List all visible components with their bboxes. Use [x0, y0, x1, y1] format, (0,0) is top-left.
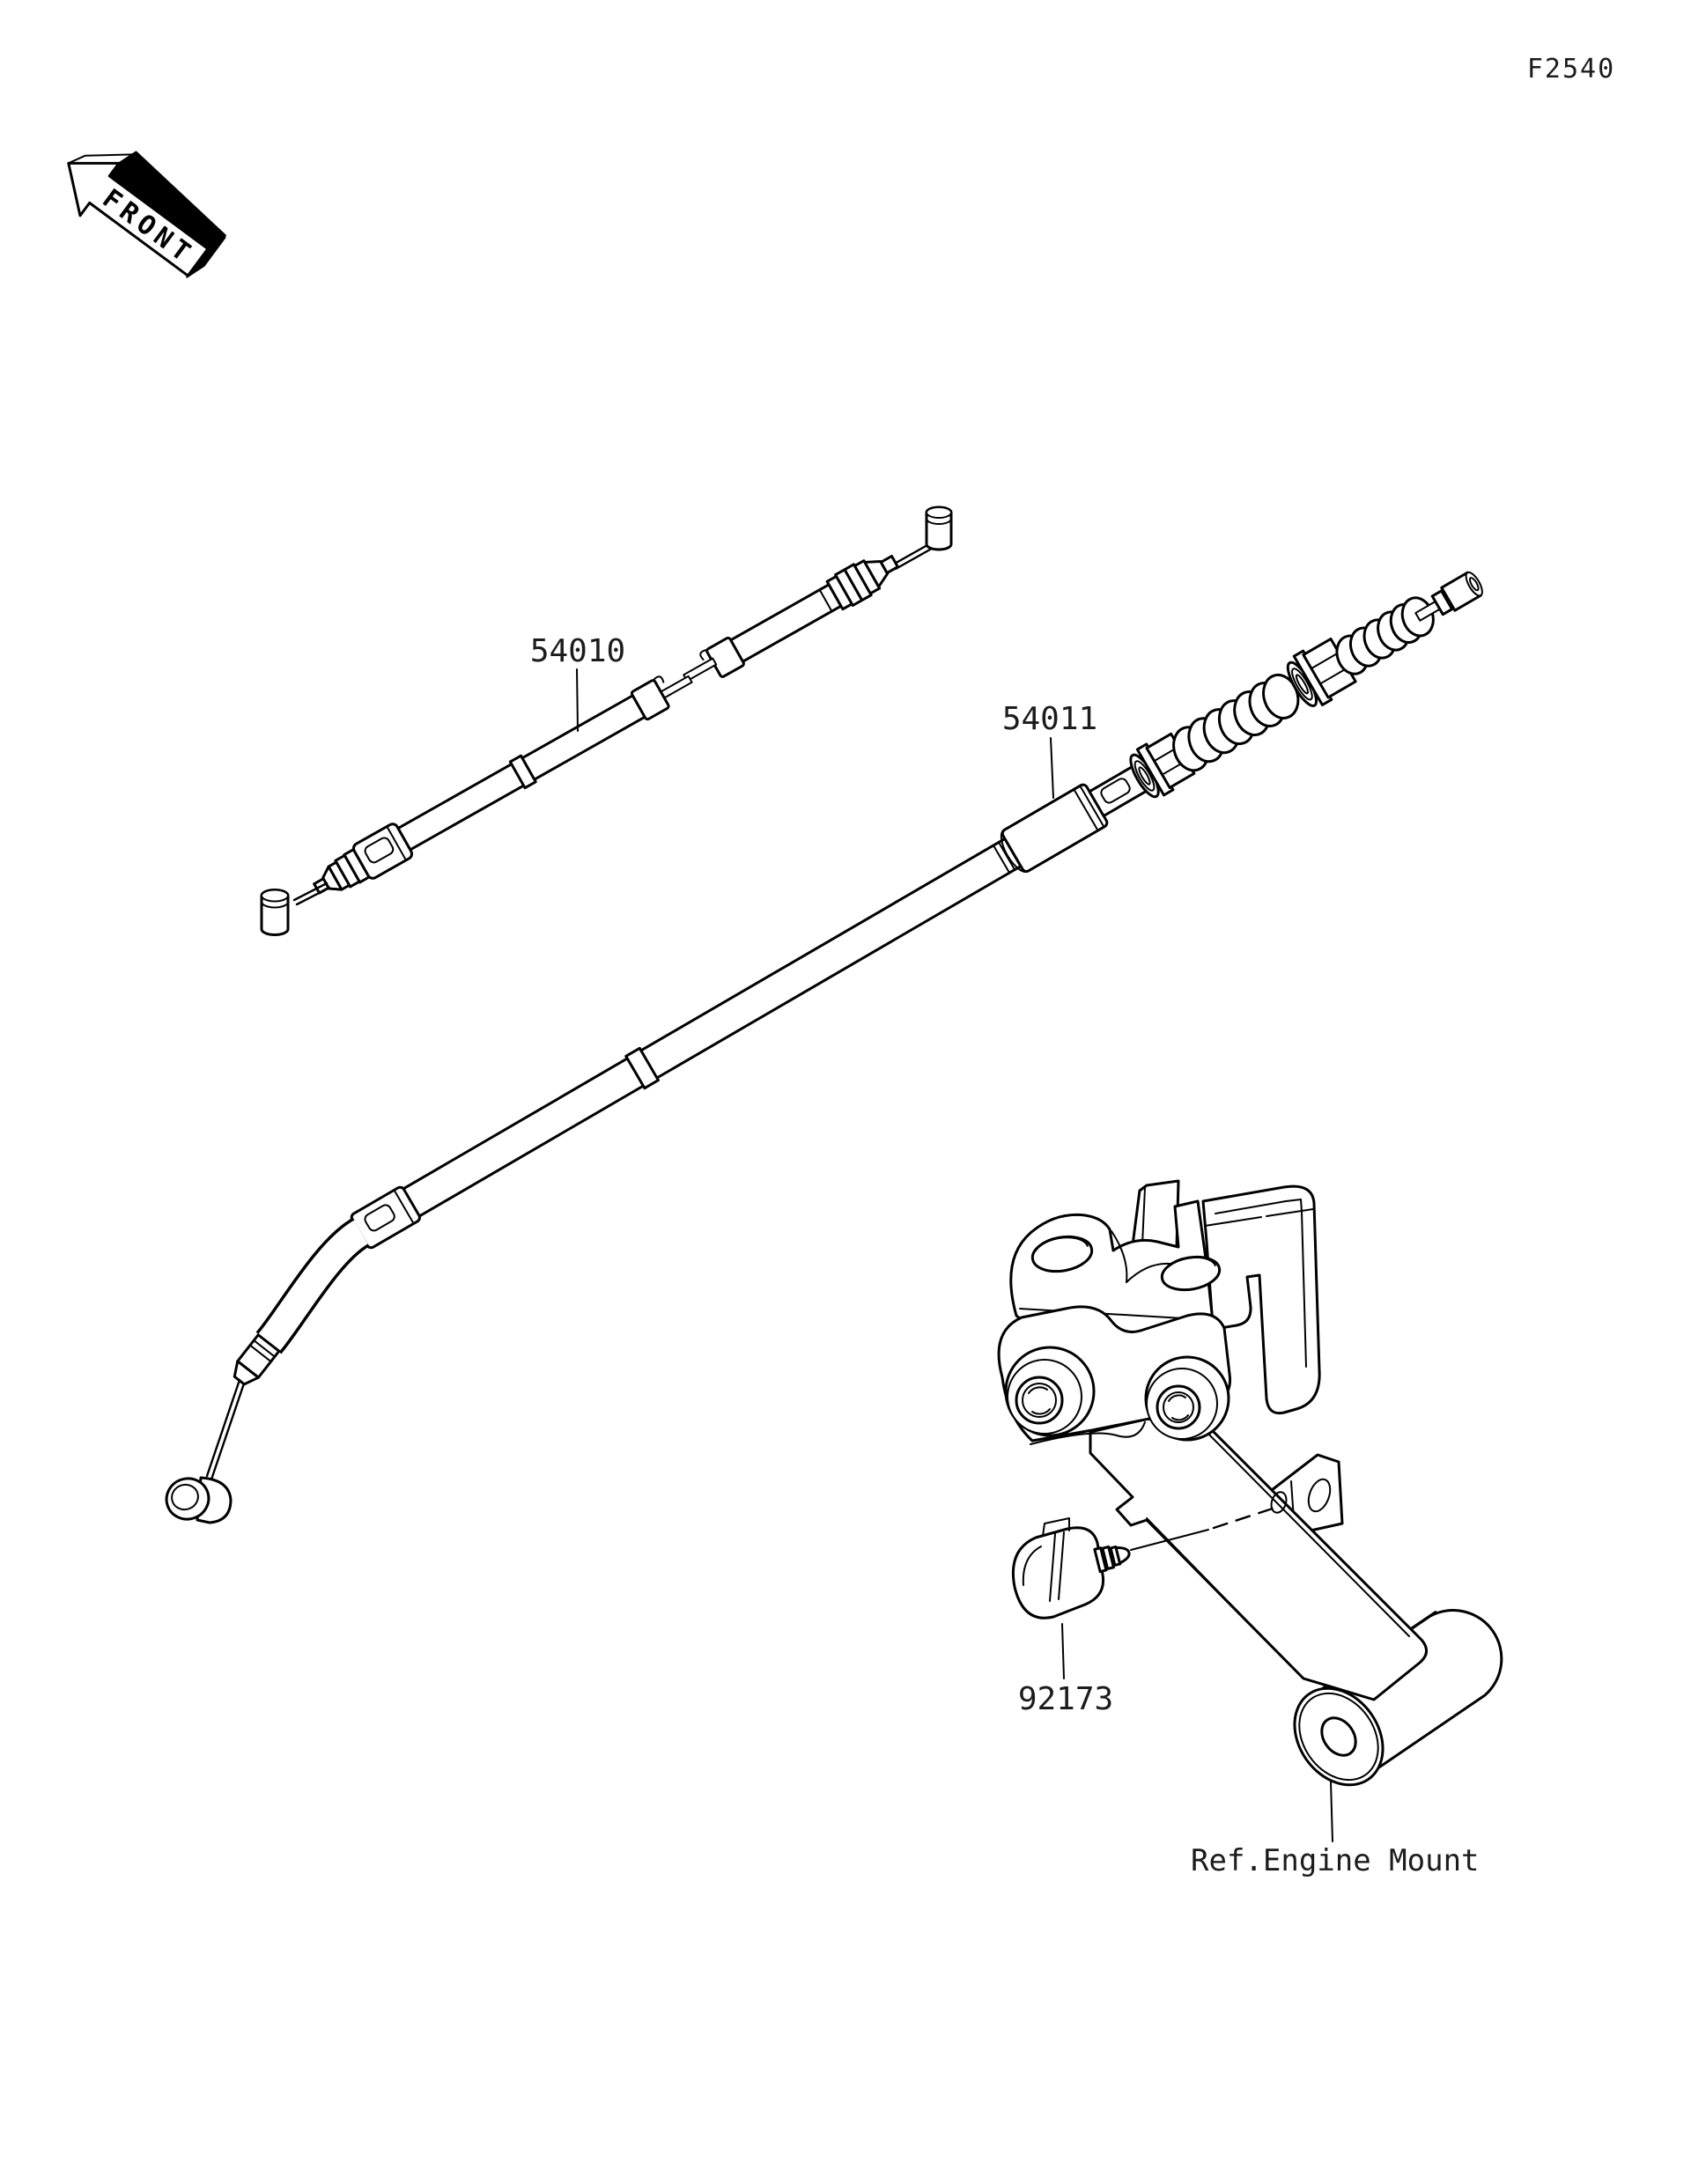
clamp-92173-drawing	[1011, 1517, 1131, 1620]
threaded-boss	[1144, 1355, 1230, 1442]
reference-label: Ref.Engine Mount	[1191, 1843, 1480, 1878]
leader-line-54010	[576, 668, 579, 732]
engine-mount-bracket-drawing	[997, 1179, 1503, 1787]
cable-end-barrel-icon	[925, 505, 953, 551]
bolt-hole	[1030, 1235, 1094, 1273]
part-label-54011[interactable]: 54011	[1002, 701, 1097, 737]
callout-92173[interactable]: 92173	[1018, 1623, 1113, 1717]
threaded-boss	[1004, 1346, 1096, 1437]
leader-line-engine-mount	[1330, 1781, 1333, 1842]
leader-line-92173	[1061, 1623, 1065, 1679]
cable-54010-drawing	[260, 505, 953, 936]
front-arrow-icon: FRONT	[67, 151, 226, 278]
cable-end-barrel-icon	[260, 889, 290, 936]
part-label-54010[interactable]: 54010	[530, 633, 625, 669]
part-label-92173[interactable]: 92173	[1018, 1681, 1113, 1717]
callout-54010[interactable]: 54010	[530, 633, 625, 732]
bolt-hole	[1160, 1255, 1222, 1292]
cable-end-barrel-icon	[165, 1476, 233, 1524]
callout-54011[interactable]: 54011	[1002, 701, 1097, 799]
cable-54011-drawing	[165, 571, 1483, 1524]
callout-engine-mount: Ref.Engine Mount	[1191, 1781, 1480, 1878]
leader-line-54011	[1050, 737, 1054, 799]
figure-code: F2540	[1527, 54, 1615, 85]
